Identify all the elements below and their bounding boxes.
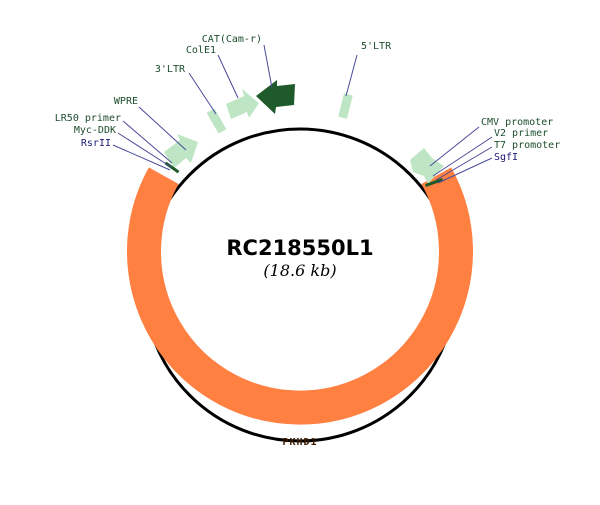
label-rsrii: RsrII [81,138,111,149]
leader-myc [117,132,172,168]
leader-t7 [435,146,493,181]
feature-cole1 [226,89,259,119]
plasmid-name: RC218550L1 [226,236,373,260]
feature-5ltr [338,93,353,119]
marker-sgfi [425,178,443,187]
leader-lines [112,44,493,184]
feature-wpre [164,134,198,168]
leader-sgfi [437,157,493,184]
label-v2: V2 primer [494,128,548,139]
leader-cole1 [217,54,239,99]
label-wpre: WPRE [114,96,138,107]
leader-wpre [138,106,187,151]
leader-3ltr [188,72,217,115]
feature-3ltr [206,108,227,134]
leader-cat [263,44,273,89]
label-3ltr: 3'LTR [155,64,186,75]
plasmid-size: (18.6 kb) [263,261,336,280]
feature-cmv [410,148,444,184]
label-t7: T7 promoter [494,140,560,151]
leader-rsrii [112,144,171,171]
insert-arc [127,167,473,425]
feature-cat [256,80,295,114]
label-cole1: ColE1 [186,45,216,56]
insert-label: PKHD1 [282,437,317,448]
label-cmv: CMV promoter [481,117,553,128]
label-5ltr: 5'LTR [361,41,392,52]
label-myc-ddk: Myc-DDK [74,125,116,136]
leader-5ltr [345,54,358,97]
leader-lr50 [122,120,173,164]
label-sgfi: SgfI [494,152,518,163]
leader-v2 [432,136,493,177]
leader-cmv [429,126,480,167]
label-lr50: LR50 primer [55,113,121,124]
label-cat: CAT(Cam-r) [202,34,262,45]
marker-myc-rsrii [164,161,180,174]
